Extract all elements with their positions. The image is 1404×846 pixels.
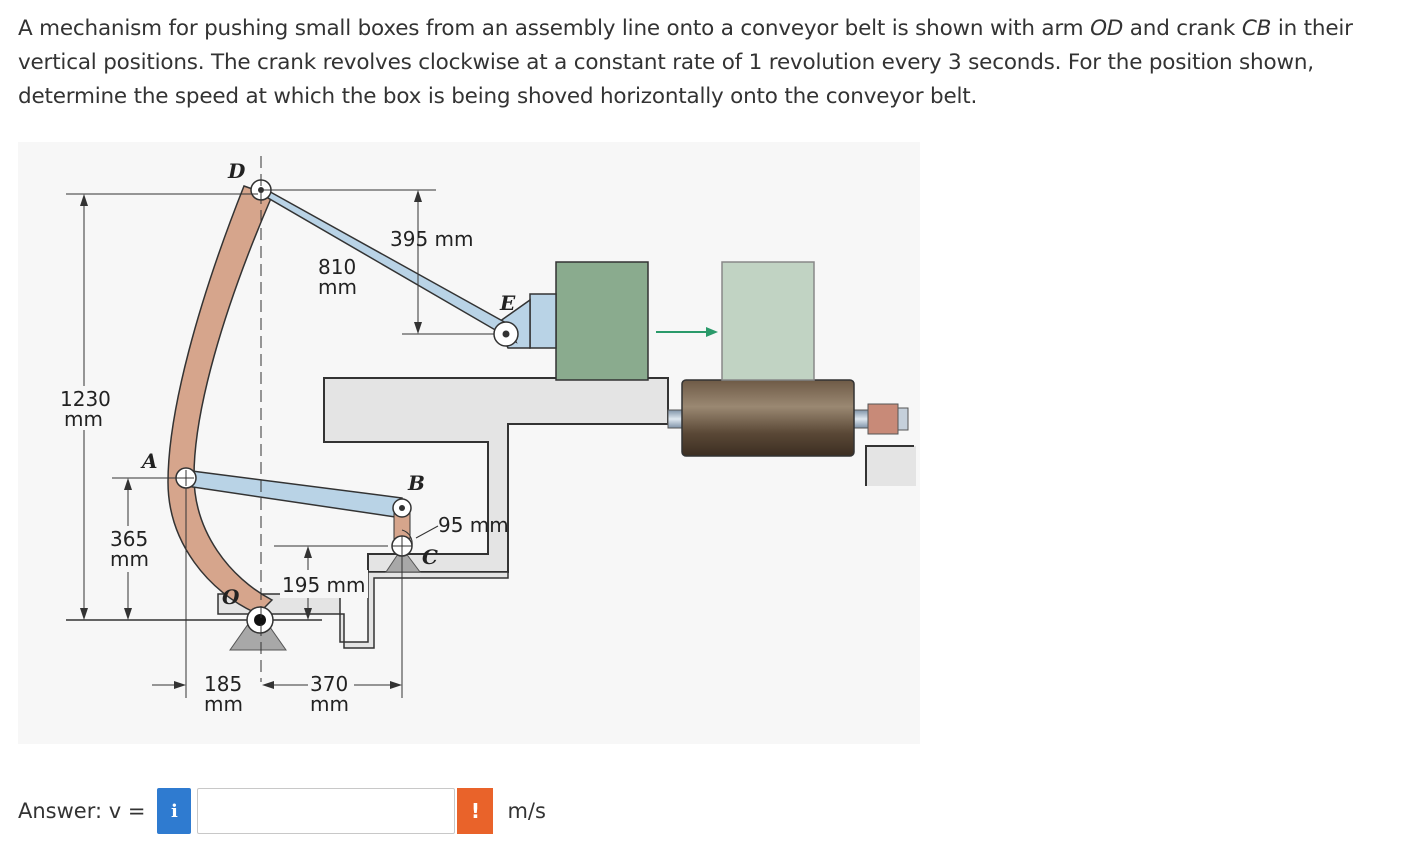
bearing-cap (897, 407, 909, 431)
box-on-conveyor (721, 261, 815, 381)
dim-365-label-1: 365 (110, 527, 148, 551)
dim-95-label: 95 mm (438, 513, 509, 537)
dim-810-label-1: 810 (318, 255, 356, 279)
answer-row: Answer: v = i ! m/s (18, 786, 546, 836)
conveyor-support-edge (865, 445, 914, 486)
dim-810-label-2: mm (318, 275, 357, 299)
dim-365-label-2: mm (110, 547, 149, 571)
box-motion-arrowhead (706, 327, 718, 337)
problem-statement: A mechanism for pushing small boxes from… (18, 16, 1353, 109)
bearing-block (867, 403, 899, 435)
arm-OD (167, 185, 274, 615)
pin-A (175, 467, 197, 489)
dim-95-arc (401, 529, 413, 547)
box-on-platform (555, 261, 649, 381)
point-E-label: E (499, 291, 516, 315)
pin-B (392, 498, 412, 518)
dim-1230-label-2: mm (64, 407, 103, 431)
pusher-plate (529, 293, 557, 349)
info-icon[interactable]: i (157, 788, 192, 834)
point-A-label: A (140, 449, 158, 473)
warning-icon[interactable]: ! (457, 788, 494, 834)
dim-185-label-1: 185 (204, 672, 242, 696)
point-D-label: D (227, 159, 246, 183)
point-B-label: B (407, 471, 425, 495)
pin-E (493, 321, 519, 347)
pin-C (391, 535, 413, 557)
dim-370-label-2: mm (310, 692, 349, 716)
dim-195-label: 195 mm (282, 573, 366, 597)
point-C-label: C (422, 545, 438, 569)
answer-label: Answer: v = (18, 799, 146, 823)
base-ledge (217, 571, 509, 649)
dim-370-label-1: 370 (310, 672, 348, 696)
conveyor-support (866, 446, 916, 486)
unit-label: m/s (507, 799, 546, 823)
support-C (385, 547, 421, 573)
dim-395-label: 395 mm (390, 227, 474, 251)
conveyor-roller (681, 379, 855, 457)
mechanism-figure: D E A B C O 395 mm 810 mm 1230 mm 365 mm… (18, 142, 920, 744)
dim-1230-label-1: 1230 (60, 387, 111, 411)
dim-185-label-2: mm (204, 692, 243, 716)
point-O-label: O (222, 585, 240, 609)
answer-input[interactable] (197, 788, 456, 834)
pin-O (246, 606, 274, 634)
